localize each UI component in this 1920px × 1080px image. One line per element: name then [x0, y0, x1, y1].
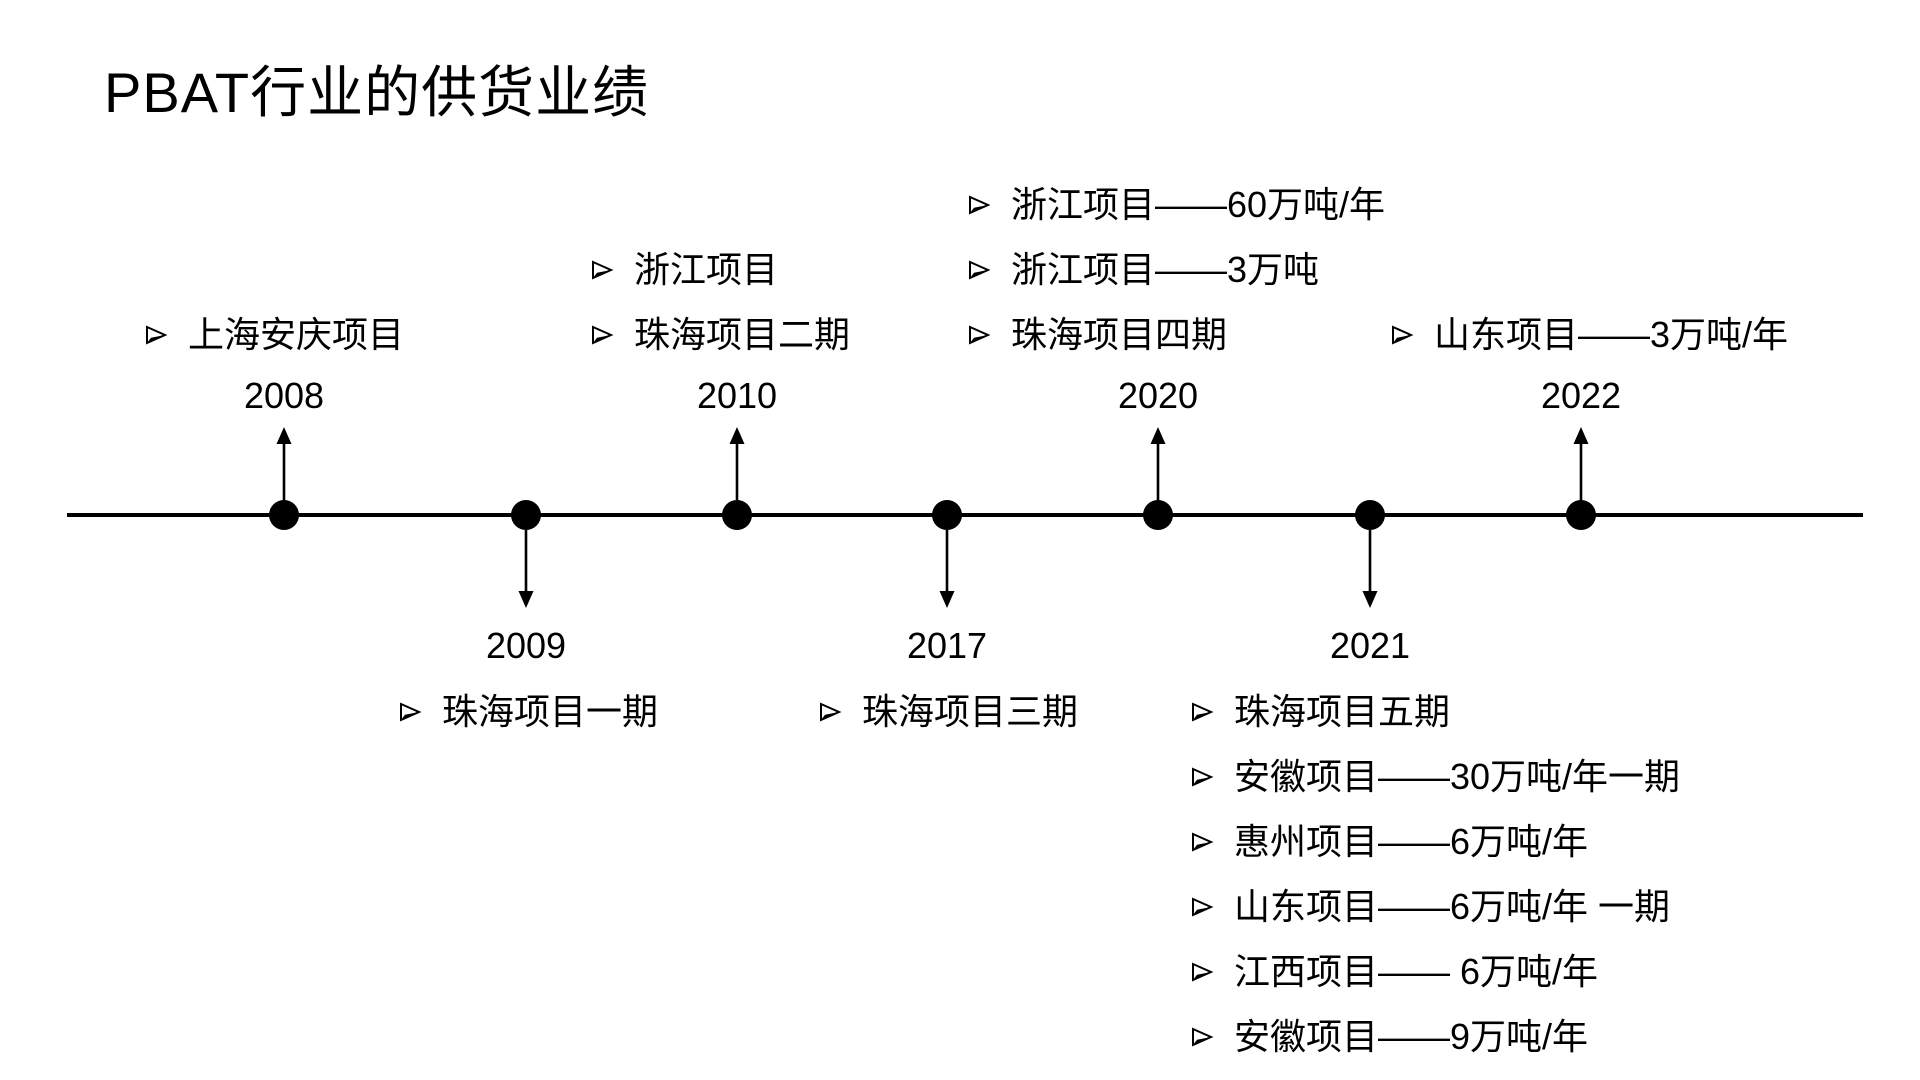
arrowhead-bullet-icon [144, 323, 168, 347]
project-item-label: 珠海项目四期 [1011, 314, 1228, 355]
project-item: 浙江项目 [590, 248, 778, 292]
arrowhead-bullet-icon [1190, 700, 1214, 724]
arrowhead-bullet-icon [590, 323, 614, 347]
arrowhead-bullet-icon [1190, 895, 1214, 919]
timeline-axis [67, 513, 1863, 517]
up-arrow-icon [1146, 427, 1170, 507]
down-arrow-icon [1358, 530, 1382, 613]
project-item-label: 珠海项目五期 [1234, 691, 1451, 732]
project-item-label: 安徽项目——30万吨/年一期 [1234, 756, 1681, 797]
project-item: 珠海项目四期 [967, 313, 1227, 357]
arrowhead-bullet-icon [1190, 960, 1214, 984]
project-item-label: 浙江项目——60万吨/年 [1011, 184, 1386, 225]
arrowhead-bullet-icon [1190, 765, 1214, 789]
project-item: 安徽项目——9万吨/年 [1190, 1015, 1588, 1059]
arrowhead-bullet-icon [1190, 830, 1214, 854]
year-label-2021: 2021 [1329, 625, 1411, 666]
year-label-2008: 2008 [243, 375, 325, 416]
up-arrow-icon [272, 427, 296, 507]
project-item-label: 山东项目——6万吨/年 一期 [1234, 886, 1671, 927]
project-item-label: 浙江项目 [634, 249, 779, 290]
project-item: 浙江项目——3万吨 [967, 248, 1319, 292]
project-item: 珠海项目二期 [590, 313, 850, 357]
arrowhead-bullet-icon [967, 323, 991, 347]
timeline-dot-2020 [1143, 500, 1173, 530]
up-arrow-icon [1569, 427, 1593, 507]
project-item-label: 江西项目—— 6万吨/年 [1234, 951, 1599, 992]
project-item: 江西项目—— 6万吨/年 [1190, 950, 1598, 994]
project-item-label: 安徽项目——9万吨/年 [1234, 1016, 1589, 1057]
year-label-2020: 2020 [1117, 375, 1199, 416]
project-item-label: 山东项目——3万吨/年 [1434, 314, 1789, 355]
project-item-label: 上海安庆项目 [188, 314, 405, 355]
project-item: 山东项目——6万吨/年 一期 [1190, 885, 1670, 929]
project-item: 浙江项目——60万吨/年 [967, 183, 1385, 227]
year-label-2017: 2017 [906, 625, 988, 666]
year-label-2010: 2010 [696, 375, 778, 416]
project-item-label: 珠海项目一期 [442, 691, 659, 732]
arrowhead-bullet-icon [967, 193, 991, 217]
page-title: PBAT行业的供货业绩 [104, 61, 650, 124]
timeline-dot-2010 [722, 500, 752, 530]
project-item-label: 珠海项目三期 [862, 691, 1079, 732]
down-arrow-icon [935, 530, 959, 613]
timeline-dot-2017 [932, 500, 962, 530]
project-item: 安徽项目——30万吨/年一期 [1190, 755, 1680, 799]
project-item: 山东项目——3万吨/年 [1390, 313, 1788, 357]
arrowhead-bullet-icon [818, 700, 842, 724]
project-item: 珠海项目三期 [818, 690, 1078, 734]
project-item-label: 珠海项目二期 [634, 314, 851, 355]
timeline-dot-2008 [269, 500, 299, 530]
up-arrow-icon [725, 427, 749, 507]
arrowhead-bullet-icon [1190, 1025, 1214, 1049]
project-item: 惠州项目——6万吨/年 [1190, 820, 1588, 864]
year-label-2009: 2009 [485, 625, 567, 666]
down-arrow-icon [514, 530, 538, 613]
arrowhead-bullet-icon [398, 700, 422, 724]
project-item: 珠海项目一期 [398, 690, 658, 734]
arrowhead-bullet-icon [1390, 323, 1414, 347]
project-item: 珠海项目五期 [1190, 690, 1450, 734]
arrowhead-bullet-icon [967, 258, 991, 282]
year-label-2022: 2022 [1540, 375, 1622, 416]
project-item-label: 惠州项目——6万吨/年 [1234, 821, 1589, 862]
project-item-label: 浙江项目——3万吨 [1011, 249, 1320, 290]
timeline-dot-2021 [1355, 500, 1385, 530]
project-item: 上海安庆项目 [144, 313, 404, 357]
timeline-dot-2022 [1566, 500, 1596, 530]
arrowhead-bullet-icon [590, 258, 614, 282]
timeline-dot-2009 [511, 500, 541, 530]
